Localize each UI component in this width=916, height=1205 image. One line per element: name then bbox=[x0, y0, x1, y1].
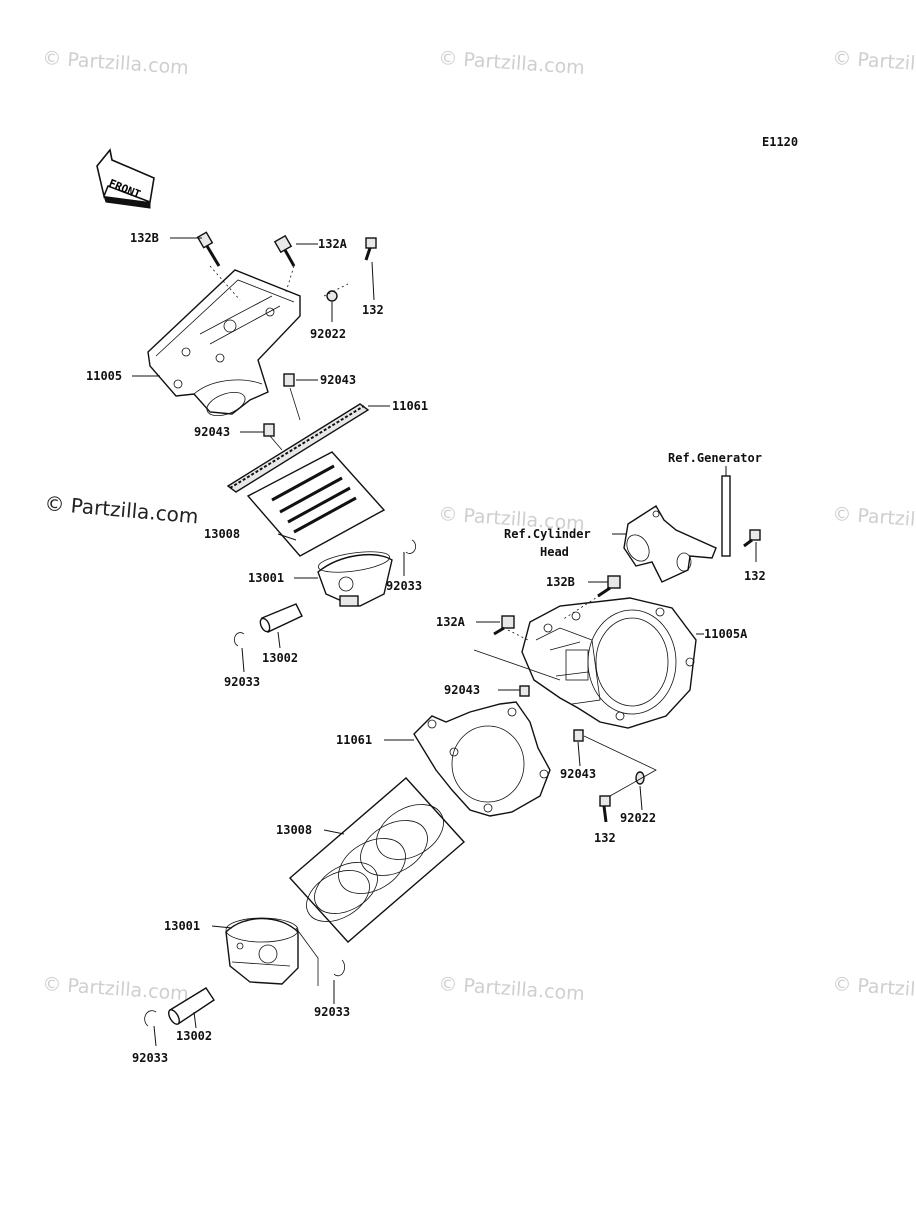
label-13002-lower: 13002 bbox=[176, 1029, 212, 1043]
clip-92033-upper-left bbox=[233, 632, 245, 647]
label-11005: 11005 bbox=[86, 369, 122, 383]
dowel-92043-upper-right bbox=[283, 373, 295, 387]
bolt-132-upper bbox=[364, 237, 377, 261]
lower-assembly: Ref.Generator Ref.Cylinder Head bbox=[132, 451, 766, 1065]
label-13002-upper: 13002 bbox=[262, 651, 298, 665]
watermark-bottom-right: © Partzilla.com bbox=[832, 973, 916, 1005]
washer-92022-upper bbox=[326, 290, 338, 302]
pin-13002-upper bbox=[259, 603, 303, 633]
label-11005a: 11005A bbox=[704, 627, 748, 641]
clip-92033-upper-right bbox=[405, 539, 417, 554]
label-132a-lower: 132A bbox=[436, 615, 466, 629]
label-11061-upper: 11061 bbox=[392, 399, 428, 413]
label-11061-lower: 11061 bbox=[336, 733, 372, 747]
watermark-top-right: © Partzilla.com bbox=[832, 47, 916, 79]
label-92043-lower-right: 92043 bbox=[560, 767, 596, 781]
front-arrow-icon: FRONT bbox=[96, 148, 155, 209]
watermark-top-center: © Partzilla.com bbox=[438, 47, 586, 79]
piston-13001-upper bbox=[317, 551, 393, 607]
label-92043-upper-left: 92043 bbox=[194, 425, 230, 439]
label-13008-lower: 13008 bbox=[276, 823, 312, 837]
ref-generator-label: Ref.Generator bbox=[668, 451, 762, 465]
cylinder-11005a bbox=[521, 597, 697, 729]
watermark-bottom-left: © Partzilla.com bbox=[42, 973, 190, 1005]
label-13008-upper: 13008 bbox=[204, 527, 240, 541]
label-92043-upper-right: 92043 bbox=[320, 373, 356, 387]
watermark-main: © Partzilla.com bbox=[44, 491, 200, 528]
label-92033-lower-right: 92033 bbox=[314, 1005, 350, 1019]
bolt-132-ref bbox=[743, 529, 761, 548]
dowel-92043-upper-left bbox=[263, 423, 275, 437]
label-132-upper: 132 bbox=[362, 303, 384, 317]
generator-bracket bbox=[721, 475, 731, 557]
label-132b-lower: 132B bbox=[546, 575, 575, 589]
pin-13002-lower bbox=[168, 987, 215, 1025]
watermark-mid-right: © Partzilla.com bbox=[832, 503, 916, 535]
label-92022-upper: 92022 bbox=[310, 327, 346, 341]
clip-92033-lower-right bbox=[333, 959, 345, 977]
watermark-group: © Partzilla.com © Partzilla.com © Partzi… bbox=[42, 47, 916, 1005]
bolt-132b-lower bbox=[597, 575, 621, 598]
label-92043-lower-left: 92043 bbox=[444, 683, 480, 697]
clip-92033-lower-left bbox=[144, 1010, 157, 1027]
ref-cylinder-head-label-2: Head bbox=[540, 545, 569, 559]
bolt-132b-upper bbox=[196, 231, 221, 267]
cylinder-head-fitting bbox=[623, 505, 717, 583]
piston-13001-lower bbox=[225, 917, 299, 985]
ring-set-13008-lower bbox=[288, 777, 466, 943]
label-92033-lower-left: 92033 bbox=[132, 1051, 168, 1065]
bolt-132a-upper bbox=[273, 234, 296, 267]
upper-assembly: 132B 132A 132 92022 11005 92043 11061 92… bbox=[86, 231, 428, 689]
ref-cylinder-head-label-1: Ref.Cylinder bbox=[504, 527, 591, 541]
label-92033-upper-left: 92033 bbox=[224, 675, 260, 689]
label-13001-upper: 13001 bbox=[248, 571, 284, 585]
cylinder-11005 bbox=[147, 269, 301, 417]
dowel-92043-lower-left bbox=[519, 685, 530, 697]
bolt-132a-lower bbox=[493, 615, 515, 636]
washer-92022-lower bbox=[635, 771, 645, 785]
dowel-92043-lower-right bbox=[573, 729, 584, 742]
bolt-132-lower bbox=[599, 795, 611, 823]
label-132-lower: 132 bbox=[594, 831, 616, 845]
label-92033-upper-right: 92033 bbox=[386, 579, 422, 593]
watermark-bottom-center: © Partzilla.com bbox=[438, 973, 586, 1005]
diagram-code: E1120 bbox=[762, 135, 798, 149]
watermark-top-left: © Partzilla.com bbox=[42, 47, 190, 79]
label-132-ref: 132 bbox=[744, 569, 766, 583]
gasket-11061-lower bbox=[413, 701, 551, 817]
ring-set-13008-upper bbox=[246, 451, 386, 557]
label-92022-lower: 92022 bbox=[620, 811, 656, 825]
label-132b-upper: 132B bbox=[130, 231, 159, 245]
label-13001-lower: 13001 bbox=[164, 919, 200, 933]
label-132a-upper: 132A bbox=[318, 237, 348, 251]
